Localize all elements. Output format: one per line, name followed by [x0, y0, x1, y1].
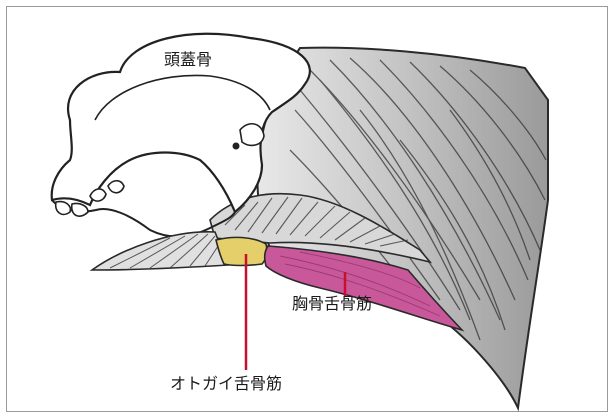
orbit: [240, 124, 264, 146]
geniohyoid-label: オトガイ舌骨筋: [170, 376, 282, 392]
ear-canal: [233, 143, 240, 150]
sternohyoid-label: 胸骨舌骨筋: [292, 296, 372, 312]
geniohyoid-muscle: [216, 237, 267, 265]
skull-label: 頭蓋骨: [164, 52, 212, 68]
